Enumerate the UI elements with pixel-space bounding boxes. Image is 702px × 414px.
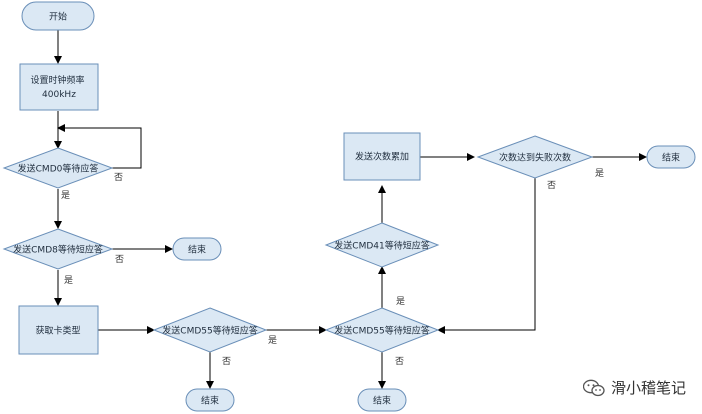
label-cmd55-right-yes: 是 bbox=[396, 296, 405, 307]
node-end-cmd55: 结束 bbox=[185, 388, 235, 412]
node-get-card-type-label: 获取卡类型 bbox=[35, 325, 80, 337]
node-cmd41-label: 发送CMD41等待短应答 bbox=[334, 240, 429, 252]
label-cmd55-left-yes: 是 bbox=[268, 335, 277, 346]
node-set-clock-label: 设置时钟频率 400kHz bbox=[31, 74, 88, 100]
node-set-clock-line-2: 400kHz bbox=[42, 90, 76, 100]
label-cmd8-yes: 是 bbox=[64, 275, 73, 286]
node-cmd41: 发送CMD41等待短应答 bbox=[324, 222, 440, 268]
node-end-right: 结束 bbox=[646, 145, 696, 169]
wechat-icon bbox=[582, 379, 605, 396]
node-end-cmd8-label: 结束 bbox=[188, 244, 206, 256]
label-cmd0-yes: 是 bbox=[61, 190, 70, 201]
node-count-inc: 发送次数累加 bbox=[343, 132, 421, 181]
node-count-check-label: 次数达到失败次数 bbox=[499, 152, 571, 164]
label-check-no: 否 bbox=[547, 180, 556, 191]
node-start-label: 开始 bbox=[49, 11, 67, 23]
node-end-bottom-label: 结束 bbox=[373, 395, 391, 407]
node-set-clock-line-1: 设置时钟频率 bbox=[31, 74, 85, 86]
label-check-yes: 是 bbox=[595, 168, 604, 179]
node-set-clock: 设置时钟频率 400kHz bbox=[19, 63, 99, 111]
label-cmd0-no: 否 bbox=[114, 172, 123, 183]
watermark-text: 滑小稽笔记 bbox=[610, 379, 686, 397]
label-cmd55-left-no: 否 bbox=[222, 356, 231, 367]
node-count-inc-label: 发送次数累加 bbox=[355, 151, 409, 163]
node-cmd55-right-label: 发送CMD55等待短应答 bbox=[334, 325, 429, 337]
node-end-bottom: 结束 bbox=[357, 388, 407, 412]
label-cmd8-no: 否 bbox=[115, 254, 124, 265]
node-end-right-label: 结束 bbox=[662, 152, 680, 164]
edge-cmd0-no-loop bbox=[57, 124, 142, 169]
edge-labels: 否 是 否 是 是 否 是 否 是 否 bbox=[61, 168, 604, 367]
watermark: 滑小稽笔记 bbox=[582, 377, 686, 398]
node-cmd0-label: 发送CMD0等待应答 bbox=[18, 163, 99, 175]
node-end-cmd8: 结束 bbox=[172, 237, 222, 261]
node-cmd8: 发送CMD8等待短应答 bbox=[2, 228, 114, 270]
node-cmd8-label: 发送CMD8等待短应答 bbox=[13, 244, 103, 256]
edges bbox=[54, 30, 647, 389]
node-cmd55-right: 发送CMD55等待短应答 bbox=[324, 307, 440, 353]
node-cmd55-left: 发送CMD55等待短应答 bbox=[152, 307, 268, 353]
node-start: 开始 bbox=[21, 1, 95, 31]
node-cmd55-left-label: 发送CMD55等待短应答 bbox=[162, 325, 257, 337]
node-get-card-type: 获取卡类型 bbox=[18, 305, 99, 355]
node-count-check: 次数达到失败次数 bbox=[476, 135, 594, 179]
node-cmd0: 发送CMD0等待应答 bbox=[2, 147, 114, 189]
node-end-cmd55-label: 结束 bbox=[201, 395, 219, 407]
edge-check-no-loop-back bbox=[437, 178, 536, 334]
label-cmd55-right-no: 否 bbox=[395, 356, 404, 367]
